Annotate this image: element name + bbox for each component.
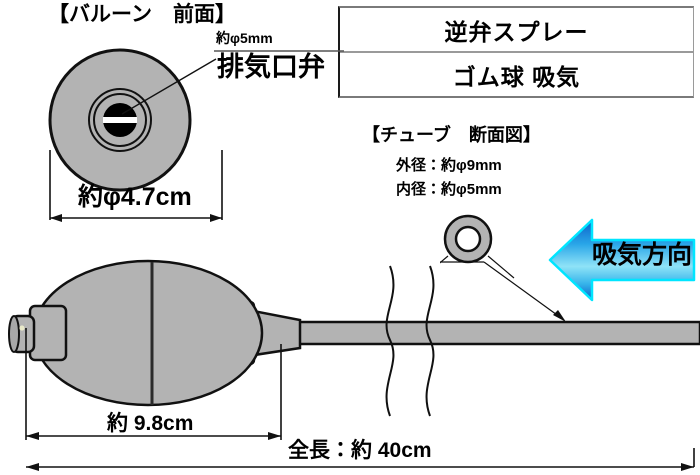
- title-box-row-product: 逆弁スプレー: [340, 8, 693, 53]
- intake-direction-arrow: [548, 218, 696, 302]
- tube-cross-section-drawing: [440, 214, 566, 322]
- arrowhead-left: [50, 214, 62, 222]
- total-arrowhead-left: [26, 463, 39, 471]
- valve-ring-inner: [93, 93, 147, 147]
- break-line-right: [425, 265, 435, 417]
- valve-ring-outer: [88, 88, 152, 152]
- nozzle-highlight-dot: [19, 325, 25, 331]
- bulb-length-dimension: [25, 328, 282, 440]
- bulb-nozzle-end-face: [8, 315, 20, 353]
- balloon-diameter-label: 約φ4.7cm: [78, 183, 192, 211]
- bulb-arrowhead-left: [26, 432, 39, 440]
- balloon-diameter-dimension: [49, 150, 223, 222]
- product-subtitle-label: ゴム球 吸気: [452, 63, 581, 90]
- total-length-dimension: [26, 448, 695, 471]
- total-length-label: 全長：約 40cm: [288, 439, 432, 462]
- break-line-left: [385, 265, 395, 417]
- balloon-section-heading: 【バルーン 前面】: [48, 3, 236, 26]
- arrow-shape: [548, 218, 696, 302]
- tube-bore-circle: [454, 225, 482, 253]
- total-arrowhead-right: [681, 463, 694, 471]
- tube-outer-diameter-label: 外径：約φ9mm: [396, 157, 502, 174]
- bulb-assembly-drawing: [8, 259, 700, 417]
- balloon-front-view-drawing: [48, 48, 217, 192]
- valve-slit: [103, 117, 137, 123]
- title-box: 逆弁スプレー ゴム球 吸気: [338, 6, 694, 98]
- intake-direction-label: 吸気方向: [592, 241, 693, 269]
- valve-name-label: 排気口弁: [217, 52, 325, 82]
- title-box-row-subtitle: ゴム球 吸気: [340, 53, 693, 96]
- projection-line-right: [487, 255, 515, 279]
- bulb-length-label: 約 9.8cm: [107, 412, 194, 435]
- tube-leader-arrowhead: [553, 310, 566, 322]
- bulb-arrowhead-right: [268, 432, 281, 440]
- tube-section-heading: 【チューブ 断面図】: [362, 125, 541, 145]
- tube-leader-line: [483, 261, 565, 321]
- projection-line-left: [440, 255, 449, 264]
- arrowhead-right: [210, 214, 222, 222]
- product-title-label: 逆弁スプレー: [444, 18, 589, 45]
- valve-leader-line: [121, 58, 217, 115]
- tube-inner-diameter-label: 内径：約φ5mm: [396, 181, 502, 198]
- valve-callout-underline: [214, 50, 344, 52]
- valve-diameter-label: 約φ5mm: [216, 30, 273, 46]
